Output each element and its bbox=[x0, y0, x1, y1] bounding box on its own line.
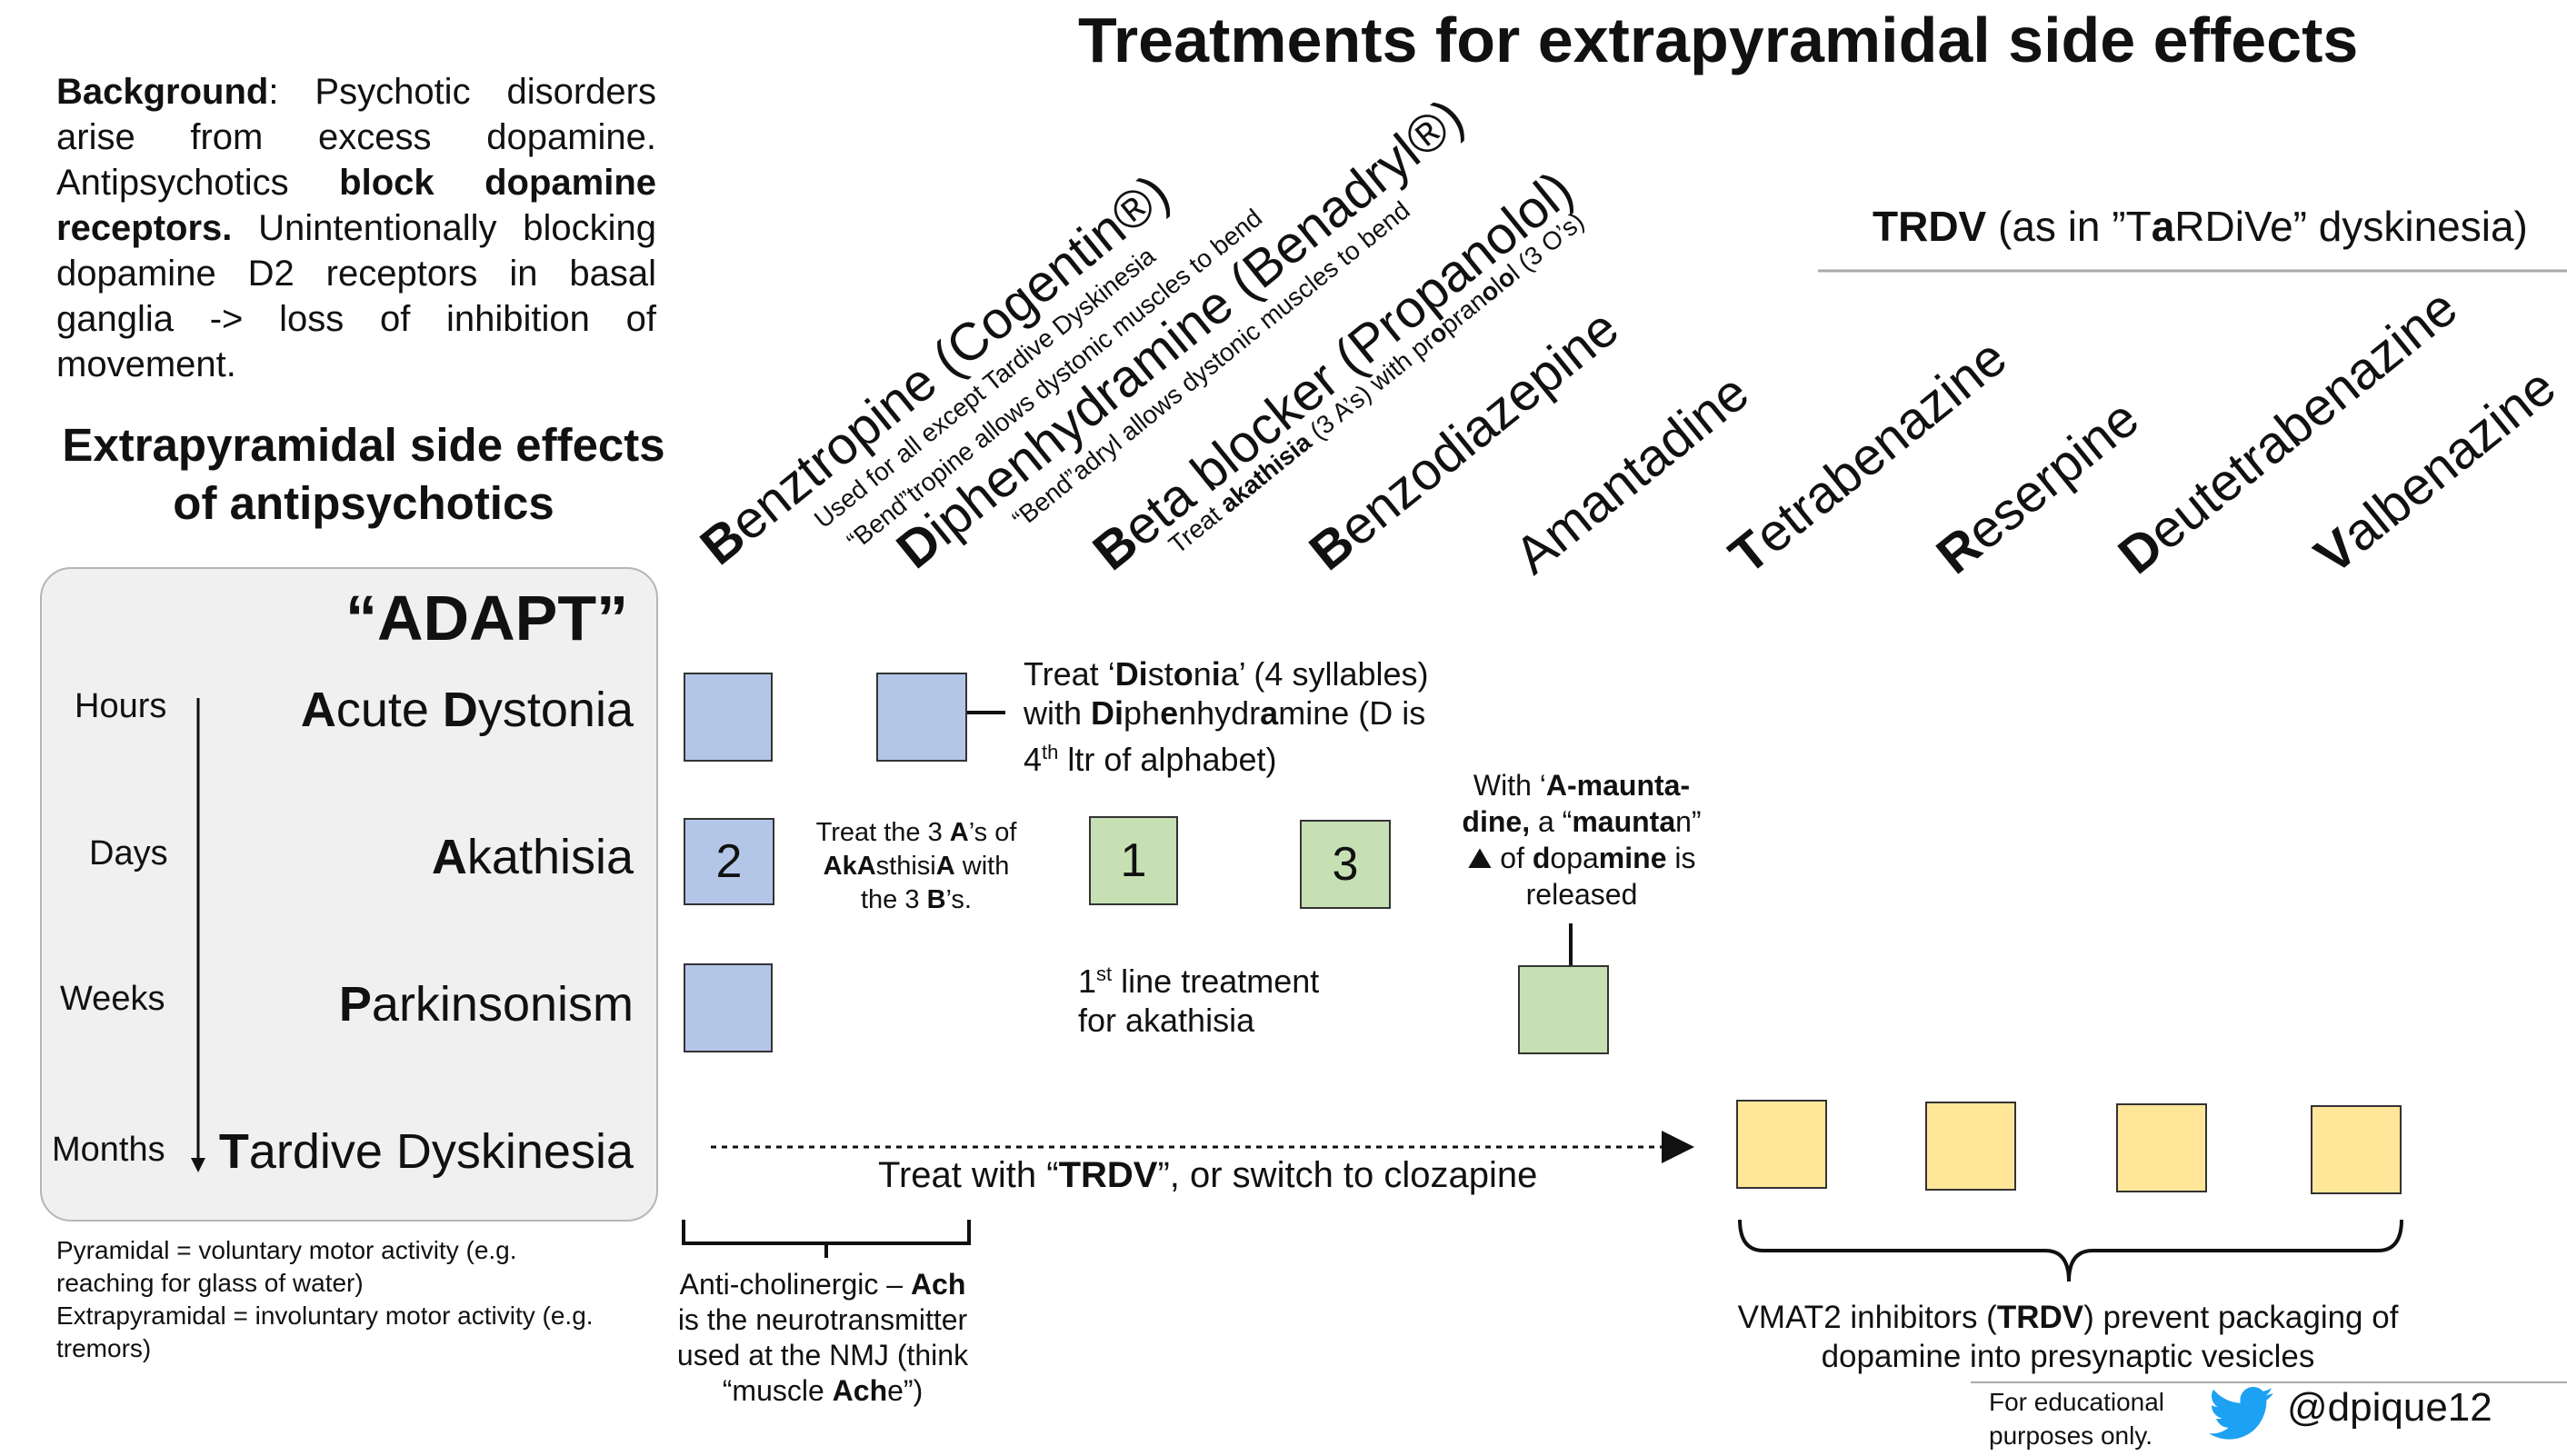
tetrabenazine-square bbox=[1736, 1100, 1827, 1189]
footnote-pyramidal-line: Pyramidal = voluntary motor activity (e.… bbox=[56, 1236, 517, 1297]
amantadine-note: With ‘A-maunta- dine, a “mauntan” ⛰ of d… bbox=[1462, 769, 1702, 911]
deutetrabenazine-square bbox=[2116, 1103, 2207, 1192]
trdv-header: TRDV (as in ”TaRDiVe” dyskinesia) bbox=[1873, 203, 2528, 250]
adapt-title: “ADAPT” bbox=[345, 583, 629, 653]
amantadine-parkinsonism-square bbox=[1518, 965, 1609, 1054]
background-label: Background bbox=[56, 72, 269, 112]
background-text-2: Unintentionally blocking dopamine D2 rec… bbox=[56, 208, 656, 384]
vmat2-note: VMAT2 inhibitors (TRDV) prevent packagin… bbox=[1737, 1300, 2399, 1374]
timeline-arrowhead bbox=[191, 1158, 205, 1172]
effect-akathisia: Akathisia bbox=[431, 830, 634, 884]
twitter-bird-icon[interactable] bbox=[2209, 1387, 2274, 1441]
background-bold: block dopamine receptors. bbox=[56, 163, 656, 248]
three-as-note: Treat the 3 A’s of AkAsthisiA with the 3… bbox=[815, 818, 1017, 914]
dystonia-note: Treat ‘Distonia’ (4 syllables) with Diph… bbox=[1024, 655, 1429, 778]
benztropine-akathisia-square: 2 bbox=[684, 818, 774, 905]
time-hours: Hours bbox=[75, 687, 167, 725]
page-title: Treatments for extrapyramidal side effec… bbox=[1078, 5, 2359, 75]
valbenazine-square bbox=[2311, 1105, 2402, 1194]
diphenhydramine-dystonia-square bbox=[876, 673, 967, 762]
time-months: Months bbox=[52, 1131, 165, 1169]
trdv-note: Treat with “TRDV”, or switch to clozapin… bbox=[878, 1155, 1538, 1195]
effect-tardive-dyskinesia: Tardive Dyskinesia bbox=[218, 1124, 634, 1179]
footnote-pyramidal: Pyramidal = voluntary motor activity (e.… bbox=[56, 1234, 620, 1365]
twitter-handle[interactable]: @dpique12 bbox=[2287, 1385, 2492, 1430]
anticholinergic-bracket bbox=[682, 1220, 971, 1245]
educational-disclaimer: For educational purposes only. bbox=[1989, 1388, 2165, 1450]
footnote-extrapyramidal-line: Extrapyramidal = involuntary motor activ… bbox=[56, 1301, 594, 1362]
effect-parkinsonism: Parkinsonism bbox=[338, 977, 634, 1032]
time-weeks: Weeks bbox=[60, 980, 165, 1018]
first-line-note: 1st line treatment for akathisia bbox=[1078, 962, 1320, 1039]
benztropine-dystonia-square bbox=[684, 673, 773, 762]
time-days: Days bbox=[89, 834, 168, 873]
background-paragraph: Background: Psychotic disorders arise fr… bbox=[56, 69, 656, 387]
adapt-box bbox=[40, 567, 658, 1222]
anticholinergic-note: Anti-cholinergic – Ach is the neurotrans… bbox=[676, 1268, 969, 1407]
benztropine-parkinsonism-square bbox=[684, 963, 773, 1052]
beta-blocker-akathisia-square: 1 bbox=[1089, 816, 1178, 905]
benzodiazepine-akathisia-square: 3 bbox=[1300, 820, 1391, 909]
reserpine-square bbox=[1925, 1102, 2016, 1191]
eps-heading: Extrapyramidal side effects of antipsych… bbox=[62, 419, 665, 529]
vmat2-bracket bbox=[1738, 1219, 2403, 1282]
effect-acute-dystonia: Acute Dystonia bbox=[300, 683, 634, 737]
background-text: : Psychotic disorders arise from excess … bbox=[56, 72, 656, 203]
